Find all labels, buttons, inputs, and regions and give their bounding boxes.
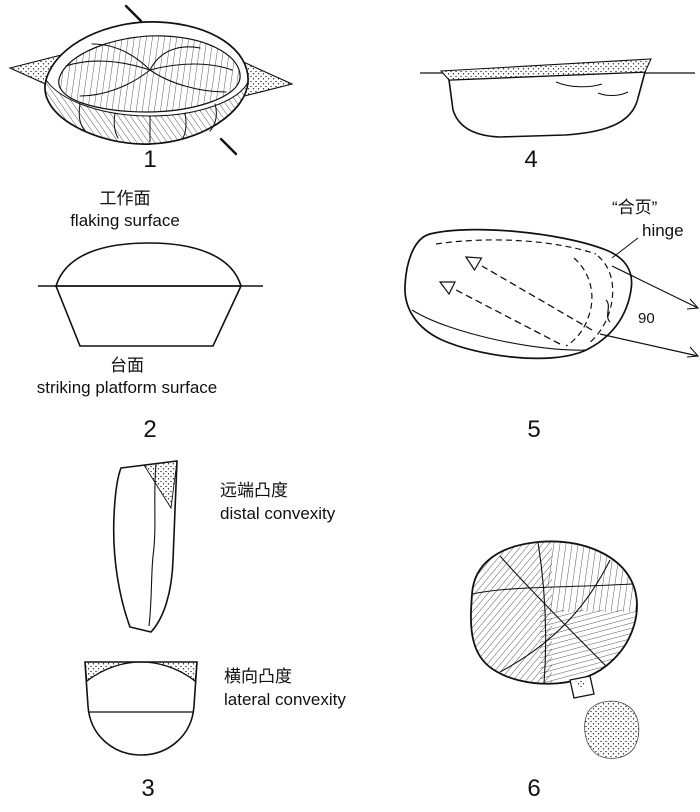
lateral-arc: [86, 661, 196, 682]
stippled-platform-band: [439, 58, 652, 81]
platform-trapezoid: [54, 285, 243, 347]
figure-2-number: 2: [143, 416, 157, 443]
figure-5-hinge-core: [404, 228, 700, 360]
flake-direction-arrow-1: [464, 256, 593, 331]
lateral-convexity-label-en: lateral convexity: [224, 690, 346, 709]
figure-4-number: 4: [524, 146, 538, 173]
figure-3-number: 3: [141, 775, 155, 802]
plane-axis-tick-top: [124, 4, 143, 23]
striking-platform-label-zh: 台面: [110, 356, 144, 375]
hinge-label-zh: “合页”: [612, 198, 658, 217]
interior-scar-mark: [555, 81, 603, 88]
stippled-debris: [584, 700, 640, 759]
facet-boundary-3: [499, 555, 607, 667]
figure-2-surfaces-section: [38, 242, 263, 347]
figure-3-convexity: [84, 460, 198, 756]
figure-6-hatched-core: [470, 540, 640, 759]
hinge-label-en: hinge: [642, 221, 684, 240]
figure-5-number: 5: [527, 416, 541, 443]
section-body: [448, 71, 647, 138]
dashed-scar-top: [435, 239, 597, 255]
ridge-line: [148, 463, 157, 627]
distal-convexity-profile: [112, 460, 178, 633]
discoidal-core: [44, 21, 249, 145]
lateral-convexity-label-zh: 横向凸度: [224, 667, 292, 686]
dashed-hinge-line-inner: [565, 257, 593, 347]
hinge-step-mark: [605, 299, 611, 323]
core-outline: [404, 228, 633, 360]
lateral-convexity-section: [84, 661, 198, 756]
striking-platform-label-en: striking platform surface: [36, 378, 218, 397]
figure-1-core-with-plane: [8, 4, 294, 156]
figure-6-number: 6: [527, 775, 541, 802]
flaking-surface-label-en: flaking surface: [70, 211, 180, 230]
interior-scar-mark-2: [597, 91, 629, 96]
angle-reference-lines: [599, 265, 700, 358]
distal-convexity-label-zh: 远端凸度: [220, 481, 288, 500]
facet-boundary-1: [471, 583, 633, 595]
figure-1-number: 1: [143, 146, 157, 173]
detached-flake: [569, 675, 595, 699]
base-facet-line: [411, 309, 587, 351]
flaking-surface-label-zh: 工作面: [99, 189, 151, 208]
dashed-hinge-line-outer: [587, 255, 614, 345]
flaking-surface-dome: [55, 242, 242, 287]
angle-90-label: 90: [638, 310, 655, 327]
plane-axis-tick-bottom: [219, 137, 238, 156]
facet-boundary-2: [537, 541, 547, 685]
figure-4-platform-band-section: [420, 58, 695, 138]
facet-boundary-4: [499, 559, 611, 673]
distal-convexity-label-en: distal convexity: [220, 504, 336, 523]
hinge-leader-line: [611, 237, 639, 259]
flake-direction-arrow-2: [438, 281, 561, 345]
